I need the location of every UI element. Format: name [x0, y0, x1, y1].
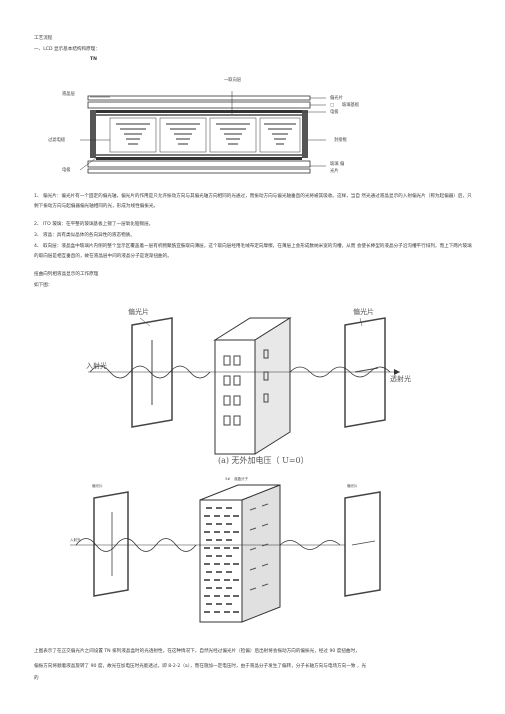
doc-title: 工艺流程 [34, 36, 53, 41]
lc-cells [109, 117, 301, 153]
label-polarizer-left-b: 偏光片 [92, 484, 103, 488]
lc-molecules-side-b [249, 503, 269, 591]
label-polarizer: 偏光片 [330, 96, 343, 101]
label-polarizer-bottom: 光片 [330, 169, 339, 174]
tn-label: TN [90, 57, 97, 62]
label-incident-b: 入射光 [70, 538, 81, 542]
top-electrode [96, 110, 302, 113]
item-4-orientation: 4、 取向层：液晶盒中玻璃片内侧的整个显示区覆盖着一层有机物聚酰亚胺取向薄层，这… [34, 244, 472, 259]
label-electrode-bottom: 电极 [62, 168, 71, 173]
twist-title: 扭曲向列相液晶显示的工作原理 [34, 272, 99, 277]
sealant-left [90, 110, 96, 158]
footer-line-1: 上图表示了在正交偏光片之间设置 TN 排列液晶盒时的光透射性，在这种情况下，自然… [34, 649, 360, 654]
bottom-polarizer [87, 168, 311, 174]
as-shown: 如下图： [34, 283, 53, 288]
section-heading: 一、LCD 显示基本结构和原理： [34, 47, 100, 52]
left-polarizer-b [93, 491, 129, 597]
label-incident: 入射光 [86, 362, 107, 370]
label-polarizer-left: 偏光片 [128, 308, 149, 316]
label-polarizer-right: 偏光片 [353, 308, 374, 316]
lc-molecules-b [204, 507, 239, 613]
label-glass-substrate: 玻璃基板 [342, 103, 360, 108]
label-electrode-top: 电极 [330, 110, 339, 115]
label-transmitted: 透射光 [390, 375, 411, 383]
label-glass-bottom: 玻璃 偏 [330, 162, 345, 167]
label-polarizer-right-b: 偏光片 [347, 484, 358, 488]
arrow-head [394, 369, 400, 375]
sealant-right [302, 110, 308, 158]
transmitted-wave-b [279, 540, 341, 550]
top-orientation-layer [96, 114, 302, 116]
footer-line-3: 的 [34, 676, 39, 681]
lc-block-front-b [199, 499, 243, 623]
label-lc-molecules: 液晶分子 [234, 477, 248, 481]
right-polarizer [344, 317, 386, 428]
label-center-prefix: 3# [225, 477, 231, 481]
label-sealant: 封接框 [334, 138, 347, 143]
item-2-ito: 2、 ITO 玻璃：在平整的玻璃基板上镀了一层氧化铟锡层。 [34, 222, 154, 227]
right-polarizer-axis-b [351, 540, 376, 546]
footer-line-2: 偏振方向将顺着液晶旋转了 90 度，故光在加电压时光能透过，即 8-2-2（a）… [34, 664, 367, 669]
lc-block-front [214, 339, 256, 455]
item-1-polarizer: 1、 偏光片：偏光片有一个固定的偏光轴，偏光片的作用是只允许振动方向与其偏光轴方… [34, 194, 472, 209]
caption-a: (a) 无外加电压（ U=0） [218, 456, 309, 465]
label-liquid-crystal-layer: 液晶层 [62, 92, 75, 97]
lc-block-side-b [241, 484, 281, 623]
left-polarizer [131, 317, 173, 428]
checkbox-mark: □ [330, 103, 335, 108]
label-spacer: 过滤电极 [48, 138, 66, 143]
bottom-electrode [96, 157, 302, 160]
right-polarizer-b [344, 491, 381, 597]
bottom-orientation-layer [96, 154, 302, 156]
transmitted-wave [289, 366, 391, 378]
item-3-liquid-crystal: 3、 液晶：具有类似晶体的各向异性的液态物质。 [34, 233, 135, 238]
label-orientation-layer: 一取向层 [224, 78, 242, 83]
lc-molecules-a [223, 349, 269, 426]
